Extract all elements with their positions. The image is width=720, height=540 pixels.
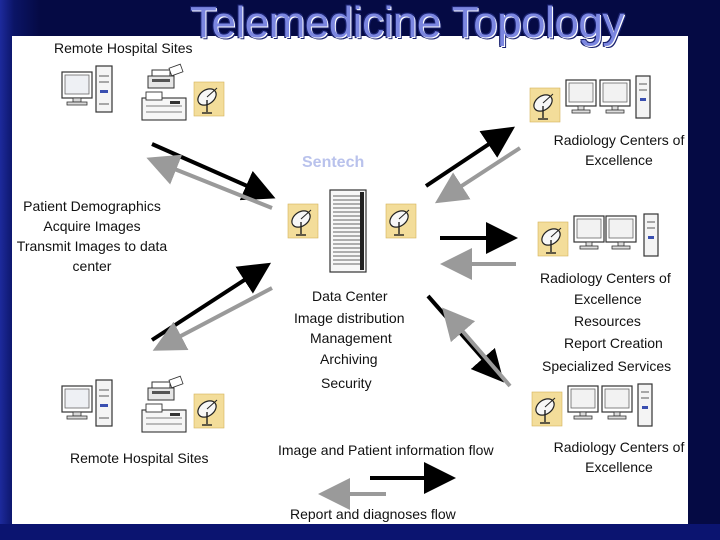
computer-workstation-icon <box>635 75 651 119</box>
forward-arrow <box>424 126 515 188</box>
legend-return-label: Report and diagnoses flow <box>290 506 456 522</box>
data-center-service: Management <box>310 330 392 346</box>
radiology-site-middle <box>537 213 659 257</box>
radiology-site-bottom <box>531 383 653 427</box>
data-center-service: Archiving <box>320 351 378 367</box>
printer-icon <box>147 63 184 89</box>
diagram-panel <box>12 36 688 524</box>
satellite-dish-icon <box>385 203 417 239</box>
computer-workstation-icon <box>637 383 653 427</box>
legend-forward-label: Image and Patient information flow <box>278 442 494 458</box>
patient-task-item: Acquire Images <box>43 218 141 234</box>
radiology-top-line: Radiology Centers of <box>553 132 685 148</box>
radiology-middle-line: Resources <box>574 313 641 329</box>
patient-task-item: Transmit Images to data <box>16 238 168 254</box>
return-arrow <box>442 307 512 388</box>
radiology-middle-line: Specialized Services <box>542 358 672 374</box>
slide-title: Telemedicine Topology <box>190 0 624 47</box>
radiology-top-line: Excellence <box>585 152 653 168</box>
radiology-bottom-line: Radiology Centers of <box>553 439 685 455</box>
satellite-dish-icon <box>529 87 561 123</box>
sentech-brand-label: Sentech <box>302 154 365 171</box>
radiology-middle-line: Report Creation <box>564 335 663 351</box>
return-arrow <box>146 154 273 210</box>
radiology-top-label: Radiology Centers of Excellence <box>542 130 696 170</box>
remote-site-bottom <box>61 375 225 433</box>
forward-arrow <box>151 142 276 201</box>
server-rack-icon <box>329 189 367 273</box>
computer-workstation-icon <box>61 379 113 427</box>
data-center-service: Image distribution <box>294 310 405 326</box>
satellite-dish-icon <box>193 393 225 429</box>
data-center <box>287 189 417 273</box>
satellite-dish-icon <box>537 221 569 257</box>
radiology-site-top <box>529 75 651 123</box>
computer-workstation-icon <box>599 79 631 114</box>
satellite-dish-icon <box>193 81 225 117</box>
return-arrow <box>434 146 522 204</box>
satellite-dish-icon <box>287 203 319 239</box>
radiology-middle-line: Excellence <box>574 291 642 307</box>
remote-site-top <box>61 63 225 121</box>
patient-tasks: Patient Demographics Acquire Images Tran… <box>6 196 178 276</box>
computer-workstation-icon <box>643 213 659 257</box>
lab-instrument-icon <box>141 91 187 121</box>
satellite-dish-icon <box>531 391 563 427</box>
computer-workstation-icon <box>573 215 605 250</box>
remote-sites-bottom-label: Remote Hospital Sites <box>70 450 209 466</box>
printer-icon <box>147 375 184 401</box>
computer-workstation-icon <box>605 215 637 250</box>
computer-workstation-icon <box>601 385 633 420</box>
data-center-title: Data Center <box>312 288 388 304</box>
data-center-service: Security <box>321 375 372 391</box>
patient-task-item: center <box>72 258 112 274</box>
flow-arrows <box>146 126 522 510</box>
computer-workstation-icon <box>565 79 597 114</box>
computer-workstation-icon <box>61 65 113 113</box>
remote-sites-top-label: Remote Hospital Sites <box>54 40 193 56</box>
patient-task-item: Patient Demographics <box>23 198 161 214</box>
forward-arrow <box>426 294 504 383</box>
computer-workstation-icon <box>567 385 599 420</box>
lab-instrument-icon <box>141 403 187 433</box>
radiology-bottom-line: Excellence <box>585 459 653 475</box>
forward-arrow <box>150 262 272 342</box>
return-arrow <box>152 286 273 351</box>
radiology-middle-line: Radiology Centers of <box>540 270 671 286</box>
radiology-bottom-label: Radiology Centers of Excellence <box>542 437 696 477</box>
bottom-band <box>0 524 720 540</box>
